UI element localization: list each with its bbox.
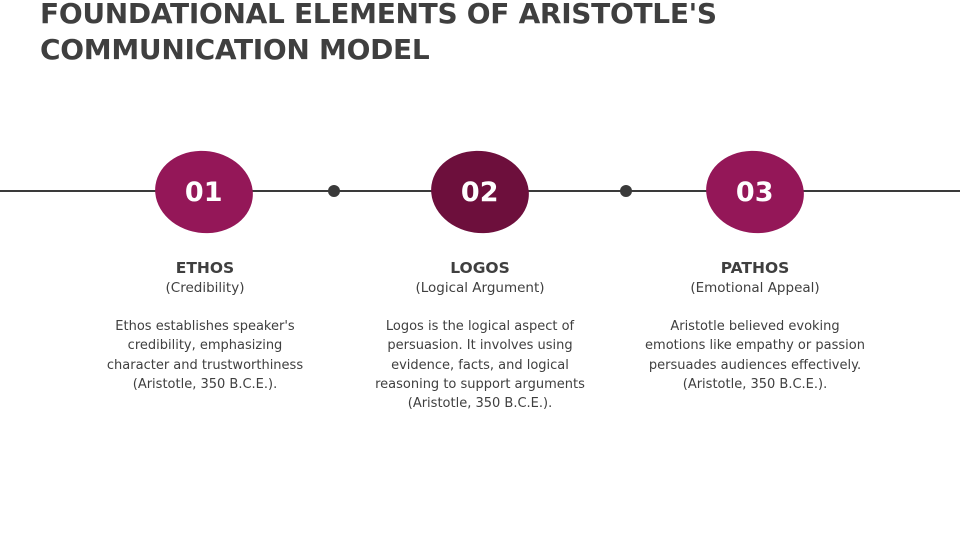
element-description: Aristotle believed evoking emotions like…	[645, 319, 865, 392]
step-number: 03	[736, 176, 774, 208]
timeline-dot	[620, 185, 632, 197]
element-logos: LOGOS (Logical Argument) Logos is the lo…	[365, 258, 595, 413]
step-badge-3: 03	[700, 144, 810, 240]
element-description: Logos is the logical aspect of persuasio…	[375, 319, 585, 412]
element-description: Ethos establishes speaker's credibility,…	[106, 319, 304, 392]
slide-title: FOUNDATIONAL ELEMENTS OF ARISTOTLE'S COM…	[40, 0, 717, 66]
element-subtitle: (Emotional Appeal)	[690, 280, 820, 296]
step-number: 01	[185, 176, 223, 208]
element-ethos: ETHOS (Credibility) Ethos establishes sp…	[90, 258, 320, 394]
element-heading: LOGOS	[450, 259, 510, 277]
element-subtitle: (Logical Argument)	[415, 280, 545, 296]
element-subtitle: (Credibility)	[165, 280, 245, 296]
element-heading: ETHOS	[175, 259, 235, 277]
step-number: 02	[461, 176, 499, 208]
element-pathos: PATHOS (Emotional Appeal) Aristotle beli…	[640, 258, 870, 394]
step-badge-2: 02	[425, 144, 535, 240]
element-heading: PATHOS	[720, 259, 790, 277]
timeline-dot	[328, 185, 340, 197]
step-badge-1: 01	[149, 144, 259, 240]
